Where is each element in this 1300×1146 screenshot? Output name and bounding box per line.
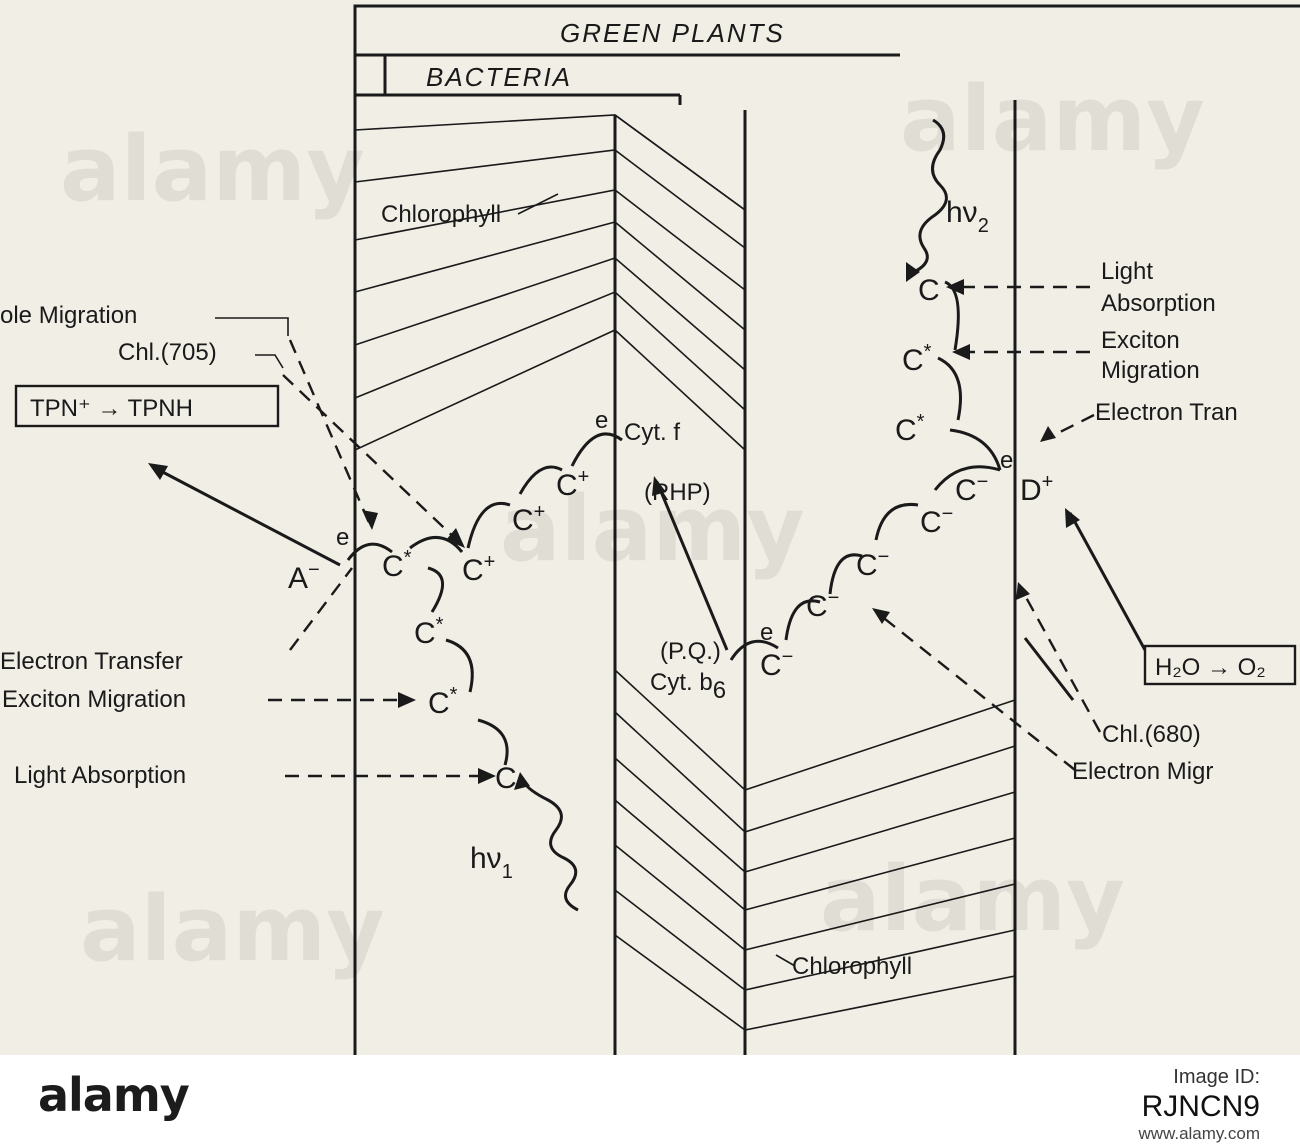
migration-label: Migration	[1101, 357, 1200, 384]
rhp-label: (RHP)	[644, 479, 711, 506]
bacteria-header: BACTERIA	[426, 62, 572, 92]
species-c-minus-2: C−	[806, 587, 839, 623]
image-id-label: Image ID:	[1173, 1066, 1260, 1088]
hv2-label: hν2	[946, 196, 989, 237]
species-c-ground-2: C	[918, 274, 940, 307]
chl705-label: Chl.(705)	[118, 339, 217, 366]
header-brackets	[353, 4, 1300, 1055]
brand-logo[interactable]: alamy	[38, 1068, 190, 1122]
species-right: C− e C− C− C− C− e D+ C C* C*	[760, 274, 1053, 682]
electron-e-2: e	[595, 407, 608, 434]
absorption-label: Absorption	[1101, 290, 1216, 317]
photon-wave-1	[522, 781, 579, 912]
h2o-box	[1143, 644, 1297, 686]
species-c-minus-1: C−	[760, 646, 793, 682]
species-c-minus-5: C−	[955, 471, 988, 507]
h2o-box-label: H₂O → O₂	[1155, 654, 1266, 681]
species-c-star-2: C*	[414, 614, 444, 650]
species-c-star-1: C*	[382, 547, 412, 583]
cyt-b6-label: Cyt. b6	[650, 669, 726, 704]
transfer-arcs	[346, 280, 1002, 766]
green-plants-header: GREEN PLANTS	[560, 18, 785, 48]
species-d-plus: D+	[1020, 471, 1053, 507]
species-c-star-5: C*	[895, 411, 925, 447]
chlorophyll-top-label: Chlorophyll	[381, 201, 501, 228]
dashed-arrows	[268, 285, 1102, 778]
species-c-star-4: C*	[902, 341, 932, 377]
membrane-lines	[353, 95, 1017, 1055]
image-id: RJNCN9	[1141, 1090, 1260, 1123]
species-a-minus: A−	[288, 559, 320, 595]
electron-e-1: e	[336, 524, 349, 551]
tpn-box-label: TPN⁺ → TPNH	[30, 395, 193, 422]
species-c-star-3: C*	[428, 684, 458, 720]
photosynthesis-diagram: GREEN PLANTS BACTERIA Chlorophyll Chloro…	[0, 4, 1300, 1055]
chlorophyll-bottom-label: Chlorophyll	[792, 953, 912, 980]
hv1-label: hν1	[470, 842, 513, 883]
electron-e-3: e	[760, 619, 773, 646]
tpn-box	[14, 384, 280, 428]
electron-e-4: e	[1000, 447, 1013, 474]
exciton-migration-label: Exciton Migration	[2, 686, 186, 713]
arrowheads	[148, 279, 1080, 784]
species-left: A− e C* C+ C+ C+ e C* C* C	[288, 407, 608, 795]
exciton-label: Exciton	[1101, 327, 1180, 354]
light-absorption-label: Light Absorption	[14, 762, 186, 789]
site-url[interactable]: www.alamy.com	[1138, 1124, 1260, 1143]
pq-label: (P.Q.)	[660, 638, 721, 665]
light-label: Light	[1101, 258, 1153, 285]
chlorophyll-layers-top	[354, 114, 746, 451]
hole-migration-label: ole Migration	[0, 302, 137, 329]
footer-bar	[0, 1055, 1300, 1146]
species-c-plus-3: C+	[556, 466, 589, 502]
species-c-ground-1: C	[495, 762, 517, 795]
species-c-minus-4: C−	[920, 503, 953, 539]
chl680-label: Chl.(680)	[1102, 721, 1201, 748]
species-c-plus-1: C+	[462, 551, 495, 587]
chlorophyll-layers-bottom	[614, 669, 1016, 1031]
electron-transfer-label: Electron Transfer	[0, 648, 183, 675]
electron-migration-label: Electron Migr	[1072, 758, 1213, 785]
species-c-minus-3: C−	[856, 546, 889, 582]
photon-wave-2	[913, 118, 948, 274]
cyt-f-label: Cyt. f	[624, 419, 680, 446]
right-electron-transfer-label: Electron Tran	[1095, 399, 1238, 426]
species-c-plus-2: C+	[512, 501, 545, 537]
